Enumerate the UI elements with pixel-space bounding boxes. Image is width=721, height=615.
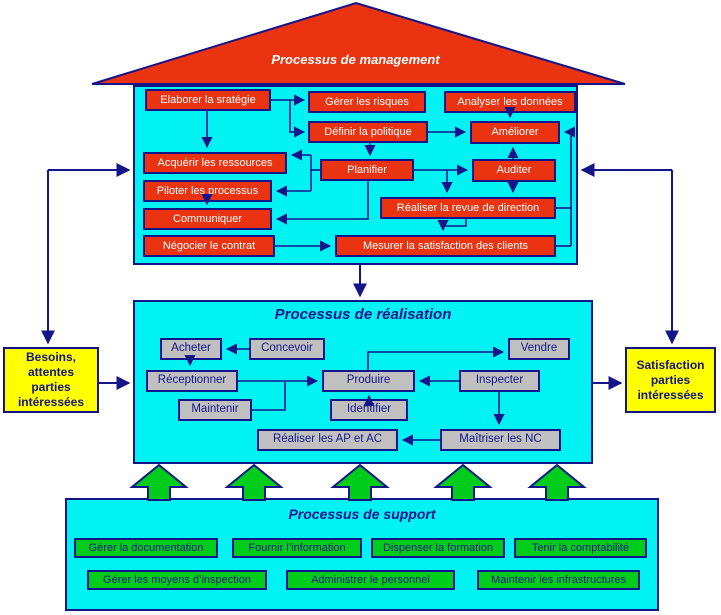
process-box-maintenir-infrastructures: Maintenir les infrastructures <box>477 570 640 590</box>
support-up-arrow-3 <box>330 463 390 501</box>
realisation-section-title: Processus de réalisation <box>274 306 452 323</box>
process-box-auditer: Auditer <box>472 159 556 182</box>
process-box-realiser-ap-ac: Réaliser les AP et AC <box>257 429 398 451</box>
stakeholder-satisfaction-box: Satisfaction parties intéressées <box>625 347 716 413</box>
process-box-mesurer-satisfaction: Mesurer la satisfaction des clients <box>335 235 556 257</box>
support-up-arrow-1 <box>129 463 189 501</box>
process-box-planifier: Planifier <box>320 159 414 181</box>
management-section-title: Processus de management <box>271 52 440 67</box>
support-up-arrow-5 <box>527 463 587 501</box>
roof-triangle <box>91 1 626 85</box>
support-section-title: Processus de support <box>288 506 436 522</box>
support-up-arrow-2 <box>224 463 284 501</box>
process-box-communiquer: Communiquer <box>143 208 272 230</box>
process-box-maitriser-nc: Maîtriser les NC <box>440 429 561 451</box>
process-box-analyser-donnees: Analyser les données <box>444 91 576 113</box>
process-box-revue-direction: Réaliser la revue de direction <box>380 197 556 219</box>
process-box-vendre: Vendre <box>508 338 570 360</box>
process-box-moyens-inspection: Gérer les moyens d’inspection <box>87 570 267 590</box>
process-box-gerer-documentation: Gérer la documentation <box>74 538 218 558</box>
process-box-ameliorer: Améliorer <box>470 121 560 144</box>
process-box-elaborer-strategie: Elaborer la sratégie <box>145 89 271 111</box>
process-box-tenir-comptabilite: Tenir la comptabilité <box>514 538 647 558</box>
stakeholder-needs-box: Besoins, attentes parties intéressées <box>3 347 99 413</box>
process-box-administrer-personnel: Administrer le personnel <box>286 570 455 590</box>
process-box-identifier: Identifier <box>330 399 408 421</box>
process-box-receptionner: Réceptionner <box>146 370 238 392</box>
process-box-fournir-information: Fournir l’information <box>232 538 362 558</box>
support-up-arrow-4 <box>433 463 493 501</box>
process-box-maintenir: Maintenir <box>178 399 252 421</box>
process-box-piloter-processus: Piloter les processus <box>143 180 272 202</box>
process-box-acheter: Acheter <box>160 338 222 360</box>
process-box-produire: Produire <box>322 370 415 392</box>
process-box-negocier-contrat: Négocier le contrat <box>143 235 275 257</box>
process-box-inspecter: Inspecter <box>459 370 540 392</box>
roof-shape <box>91 1 626 85</box>
process-box-gerer-risques: Gérer les risques <box>308 91 426 113</box>
process-box-acquerir-ressources: Acquérir les ressources <box>143 152 287 174</box>
process-box-dispenser-formation: Dispenser la formation <box>371 538 505 558</box>
process-box-definir-politique: Définir la politique <box>308 121 428 143</box>
process-box-concevoir: Concevoir <box>249 338 325 360</box>
